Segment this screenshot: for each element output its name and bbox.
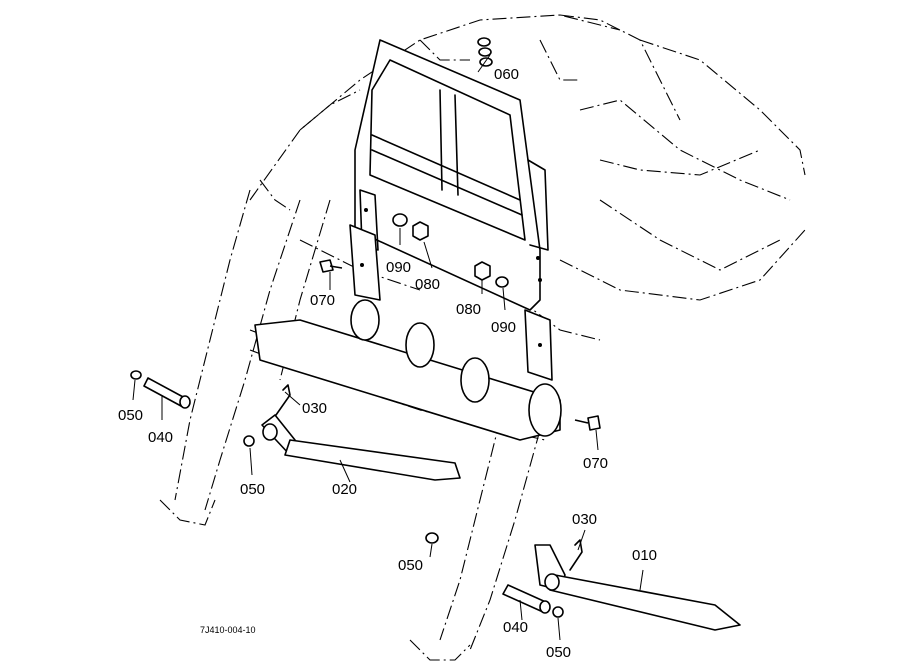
washer-icon <box>425 532 439 544</box>
callout-050: 050 <box>398 557 423 574</box>
callout-040: 040 <box>148 429 173 446</box>
front-guard-frame <box>354 39 549 311</box>
pin-left <box>130 370 191 409</box>
bolt-icon <box>574 415 601 431</box>
callout-080: 080 <box>456 301 481 318</box>
callout-050: 050 <box>240 481 265 498</box>
washer-icon <box>130 370 142 380</box>
callout-070: 070 <box>583 455 608 472</box>
washer-icon <box>495 276 509 288</box>
callout-040: 040 <box>503 619 528 636</box>
washer-icon <box>552 606 564 618</box>
bolt-icon <box>319 259 343 273</box>
leader-lines <box>132 54 644 641</box>
callout-050: 050 <box>546 644 571 661</box>
callout-080: 080 <box>415 276 440 293</box>
callout-070: 070 <box>310 292 335 309</box>
washer-icon <box>243 435 255 447</box>
washer-icon <box>392 213 408 227</box>
step-010 <box>425 532 741 631</box>
hardware <box>319 37 601 431</box>
callout-030: 030 <box>302 400 327 417</box>
callout-020: 020 <box>332 481 357 498</box>
callout-090: 090 <box>491 319 516 336</box>
callout-010: 010 <box>632 547 657 564</box>
bracket-plates <box>349 224 553 381</box>
drawing-reference: 7J410-004-10 <box>200 625 256 635</box>
nut-icon <box>474 261 491 281</box>
callout-090: 090 <box>386 259 411 276</box>
callout-030: 030 <box>572 511 597 528</box>
step-020 <box>243 384 461 481</box>
callout-050: 050 <box>118 407 143 424</box>
callout-labels: 060 090 080 070 080 090 030 050 040 050 … <box>118 66 657 661</box>
front-axle <box>254 299 562 441</box>
callout-060: 060 <box>494 66 519 83</box>
nut-icon <box>412 221 429 241</box>
